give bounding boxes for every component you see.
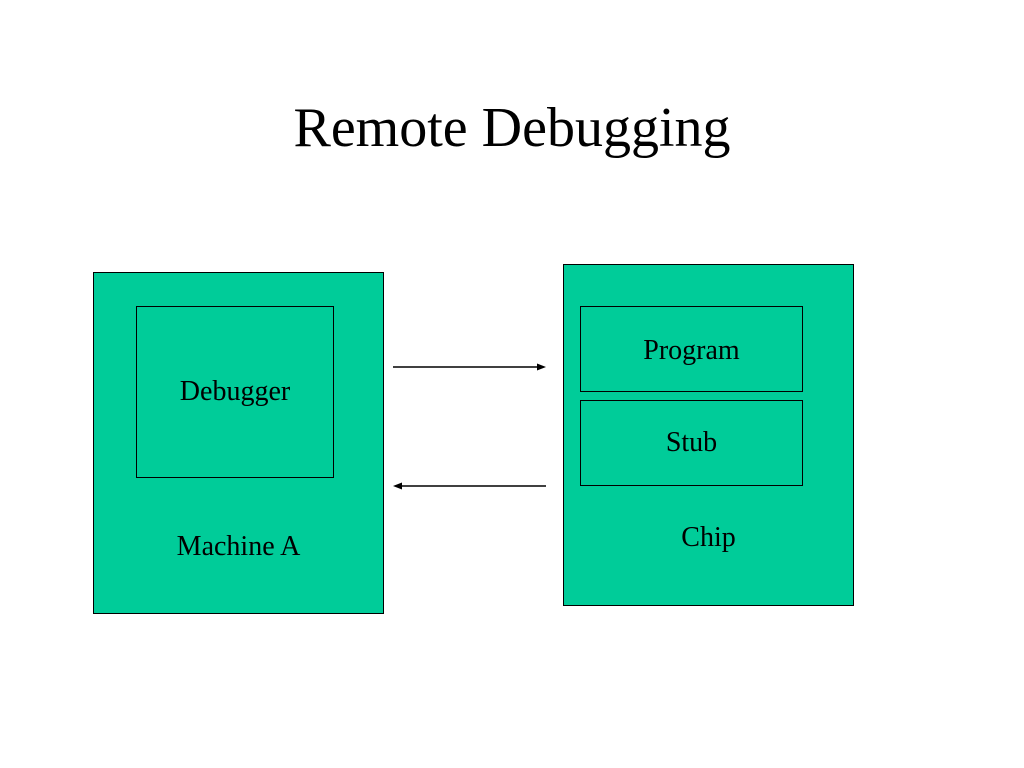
program-label: Program	[643, 335, 740, 366]
debugger-box: Debugger	[136, 306, 334, 478]
machine-a-box	[93, 272, 384, 614]
slide-title: Remote Debugging	[293, 97, 731, 159]
stub-label: Stub	[665, 427, 718, 458]
stub-box: Stub	[580, 400, 803, 486]
chip-label: Chip	[681, 522, 736, 553]
arrow-left	[393, 482, 546, 490]
arrow-right	[393, 363, 546, 371]
debugger-label: Debugger	[179, 376, 291, 407]
program-box: Program	[580, 306, 803, 392]
machine-a-label: Machine A	[176, 531, 301, 562]
chip-box	[563, 264, 854, 606]
